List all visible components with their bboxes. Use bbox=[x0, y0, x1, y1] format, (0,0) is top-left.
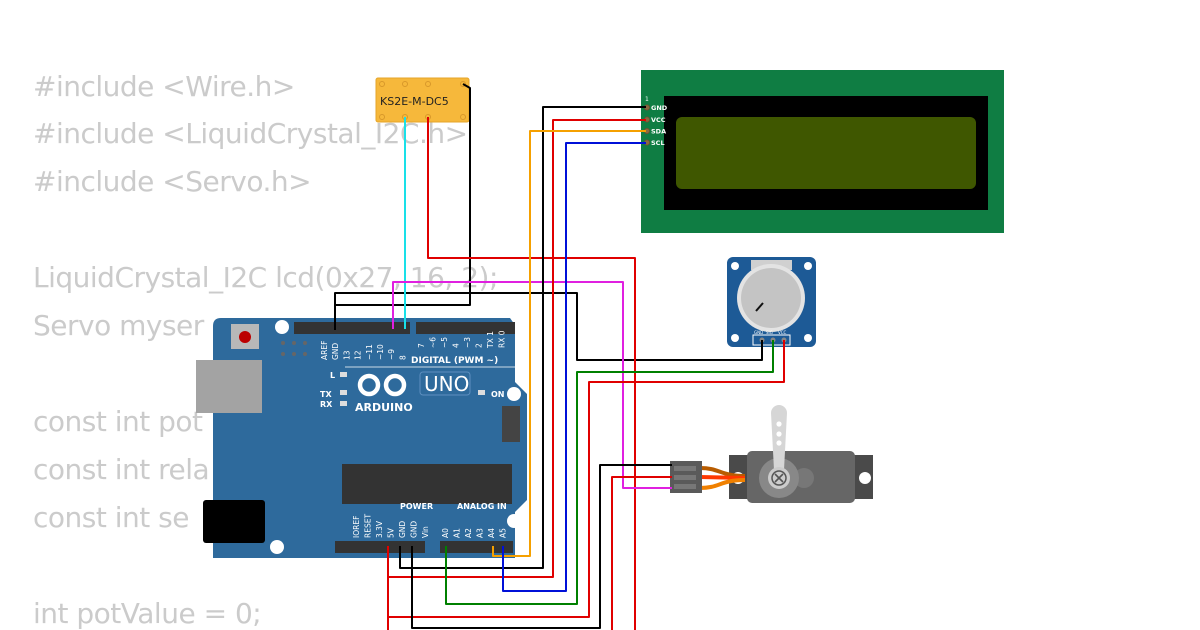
pin-label: ~11 bbox=[365, 344, 374, 360]
lcd-pin-vcc: VCC bbox=[651, 116, 666, 124]
pot-pin-vcc: VCC bbox=[778, 330, 787, 335]
pin-label: ~9 bbox=[387, 349, 396, 360]
wire-lcd-gnd[interactable] bbox=[399, 106, 646, 569]
led-label-rx: RX bbox=[320, 400, 333, 409]
pin-label: AREF bbox=[320, 341, 329, 360]
wires bbox=[334, 83, 785, 630]
arduino-model: UNO bbox=[424, 372, 469, 396]
pot-pin-gnd: GND bbox=[754, 330, 763, 335]
pin-label: A1 bbox=[453, 528, 462, 538]
relay-label: KS2E-M-DC5 bbox=[380, 95, 449, 108]
arduino-brand: ARDUINO bbox=[355, 401, 413, 414]
pin-label: A5 bbox=[499, 528, 508, 538]
pin-label: 12 bbox=[354, 350, 363, 360]
led-label-tx: TX bbox=[320, 390, 332, 399]
pin-label: A0 bbox=[441, 528, 450, 538]
lcd-pin-sda: SDA bbox=[651, 128, 666, 136]
potentiometer[interactable]: GND SIG VCC bbox=[727, 257, 816, 347]
power-jack bbox=[203, 500, 265, 543]
wire-pot-vcc[interactable] bbox=[387, 340, 785, 618]
wire-lcd-vcc[interactable] bbox=[387, 119, 646, 578]
arduino-logo-icon bbox=[357, 373, 407, 397]
digital-label: DIGITAL (PWM ~) bbox=[411, 356, 498, 366]
code-line: const int rela bbox=[33, 453, 210, 486]
code-line: #include <Servo.h> bbox=[33, 165, 312, 198]
pin-label: ~3 bbox=[463, 337, 472, 348]
pin-label: A2 bbox=[464, 528, 473, 538]
lcd-pin-scl: SCL bbox=[651, 139, 665, 147]
code-line: #include <LiquidCrystal_I2C.h> bbox=[33, 117, 468, 150]
wire-relay-power[interactable] bbox=[427, 117, 636, 630]
pin-label: ~10 bbox=[376, 344, 385, 360]
led-label-on: ON bbox=[491, 390, 505, 399]
code-line: int potValue = 0; bbox=[33, 597, 262, 630]
pin-label: 8 bbox=[398, 355, 407, 360]
code-line: const int se bbox=[33, 501, 189, 534]
usb-port bbox=[196, 360, 262, 413]
wire-pot-signal[interactable] bbox=[445, 340, 774, 605]
pin-label: A3 bbox=[476, 528, 485, 538]
wire-pot-gnd[interactable] bbox=[334, 292, 763, 361]
power-label: POWER bbox=[400, 502, 433, 511]
pin-label: GND bbox=[398, 521, 407, 538]
wire-lcd-sda[interactable] bbox=[492, 130, 646, 557]
code-line: LiquidCrystal_I2C lcd(0x27, 16, 2); bbox=[33, 261, 498, 294]
pin-label: A4 bbox=[487, 528, 496, 538]
digital-header-left[interactable] bbox=[294, 322, 410, 334]
code-line: const int pot bbox=[33, 405, 203, 438]
pin-label: 13 bbox=[342, 350, 351, 360]
wire-servo-gnd[interactable] bbox=[411, 464, 672, 629]
pin-label: 3.3V bbox=[375, 520, 384, 538]
led-label-l: L bbox=[330, 371, 335, 380]
pin-label: RESET bbox=[364, 514, 373, 538]
wire-servo-signal[interactable] bbox=[392, 281, 672, 489]
servo-horn bbox=[771, 405, 787, 470]
analog-label: ANALOG IN bbox=[457, 502, 507, 511]
wire-servo-vcc[interactable] bbox=[611, 476, 672, 630]
pin-label: 2 bbox=[475, 343, 484, 348]
arduino-uno-board[interactable]: DIGITAL (PWM ~) L TX RX ON ARDUINO UNO P… bbox=[196, 318, 527, 558]
code-line: #include <Wire.h> bbox=[33, 70, 295, 103]
servo-motor[interactable] bbox=[670, 405, 873, 503]
pin-label: Vin bbox=[421, 526, 430, 538]
pin-label: ~5 bbox=[440, 337, 449, 348]
digital-header-right[interactable] bbox=[416, 322, 515, 334]
pot-pin-sig: SIG bbox=[766, 330, 773, 335]
pin-label: IOREF bbox=[352, 516, 361, 538]
lcd-pin-index: 1 bbox=[645, 96, 649, 103]
wire-relay-gnd[interactable] bbox=[334, 83, 471, 330]
microcontroller-chip bbox=[342, 464, 512, 504]
lcd-pin-gnd: GND bbox=[651, 104, 668, 112]
pin-label: TX 1 bbox=[486, 331, 495, 349]
pin-label: 5V bbox=[387, 527, 396, 538]
wire-lcd-scl[interactable] bbox=[502, 142, 646, 592]
lcd-display[interactable]: 1 GND VCC SDA SCL bbox=[641, 70, 1004, 233]
pin-label: GND bbox=[410, 521, 419, 538]
pin-label: ~6 bbox=[429, 337, 438, 348]
code-line: Servo myser bbox=[33, 309, 204, 342]
pin-label: GND bbox=[331, 343, 340, 360]
pin-label: 4 bbox=[452, 343, 461, 348]
power-header[interactable] bbox=[335, 541, 425, 553]
analog-header[interactable] bbox=[440, 541, 513, 553]
pin-label: 7 bbox=[417, 343, 426, 348]
relay-module[interactable]: KS2E-M-DC5 bbox=[375, 77, 470, 123]
pin-label: RX 0 bbox=[498, 330, 507, 348]
